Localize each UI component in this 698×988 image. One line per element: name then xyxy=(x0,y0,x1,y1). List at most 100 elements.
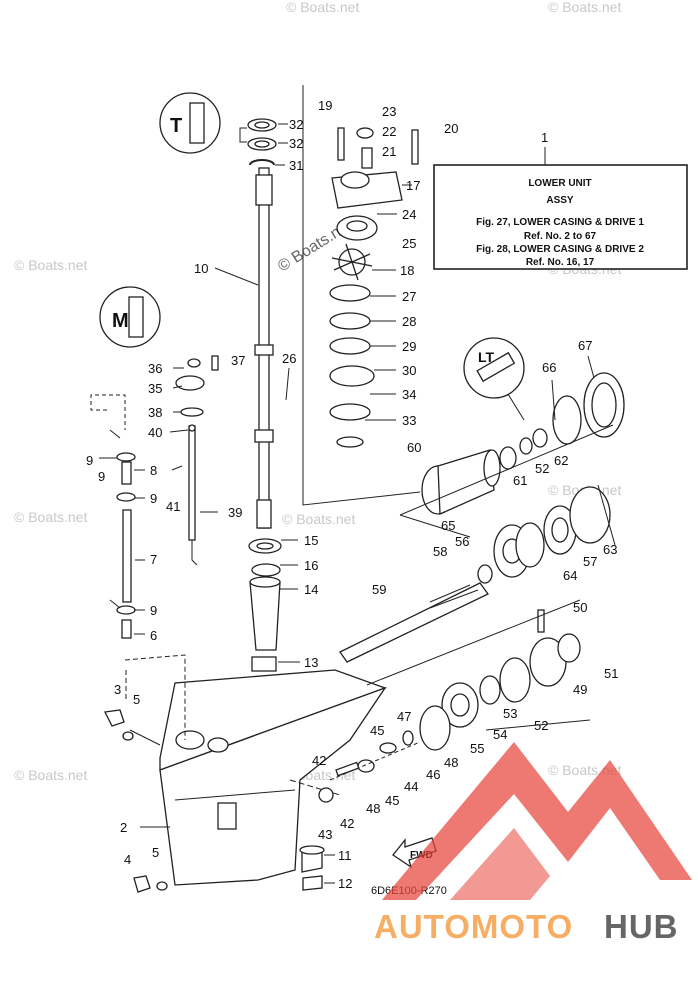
callout-25: 25 xyxy=(402,236,416,251)
callout-42: 42 xyxy=(312,753,326,768)
callout-63: 63 xyxy=(603,542,617,557)
tool-badge-middle: M xyxy=(99,286,161,348)
callout-65: 65 xyxy=(441,518,455,533)
bearings-66-67 xyxy=(552,372,625,445)
callout-2: 2 xyxy=(120,820,127,835)
callout-54: 54 xyxy=(493,727,507,742)
brand-text-hub: HUB xyxy=(604,908,679,945)
shaft-bearings xyxy=(248,538,282,672)
callout-24: 24 xyxy=(402,207,416,222)
callout-numbers: 2 3 4 5 5 6 7 8 9 9 9 9 10 11 12 13 14 1… xyxy=(86,98,618,891)
info-line: Ref. No. 16, 17 xyxy=(526,257,595,268)
callout-14: 14 xyxy=(304,582,318,597)
callout-44: 44 xyxy=(404,779,418,794)
callout-55: 55 xyxy=(470,741,484,756)
callout-53: 53 xyxy=(503,706,517,721)
callout-5: 5 xyxy=(152,845,159,860)
callout-40: 40 xyxy=(148,425,162,440)
info-line: Ref. No. 2 to 67 xyxy=(524,231,597,242)
callout-57: 57 xyxy=(583,554,597,569)
bracket-line xyxy=(366,599,581,686)
watermark-text: © Boats.net xyxy=(282,511,355,527)
callout-32: 32 xyxy=(289,136,303,151)
callout-33: 33 xyxy=(402,413,416,428)
callout-22: 22 xyxy=(382,124,396,139)
callout-58: 58 xyxy=(433,544,447,559)
callout-32: 32 xyxy=(289,117,303,132)
svg-text:LT: LT xyxy=(478,349,495,365)
callout-10: 10 xyxy=(194,261,208,276)
callout-21: 21 xyxy=(382,144,396,159)
callout-60: 60 xyxy=(407,440,421,455)
bracket-line xyxy=(399,514,471,538)
drive-parts-lower xyxy=(419,609,581,751)
shift-plunger-parts xyxy=(318,730,421,803)
drive-shaft-10 xyxy=(254,167,274,529)
bracket-line xyxy=(302,85,421,506)
callout-39: 39 xyxy=(228,505,242,520)
svg-text:T: T xyxy=(170,115,182,137)
callout-9: 9 xyxy=(86,453,93,468)
callout-8: 8 xyxy=(150,463,157,478)
callout-35: 35 xyxy=(148,381,162,396)
callout-37: 37 xyxy=(231,353,245,368)
shift-rod-7 xyxy=(90,394,136,639)
callout-19: 19 xyxy=(318,98,332,113)
brand-text-automoto: AUTOMOTO xyxy=(374,908,573,945)
callout-5: 5 xyxy=(133,692,140,707)
callout-23: 23 xyxy=(382,104,396,119)
leader-lines xyxy=(99,123,616,884)
callout-41: 41 xyxy=(166,499,180,514)
watermark-text: © Boats.net xyxy=(548,0,621,15)
callout-30: 30 xyxy=(402,363,416,378)
callout-61: 61 xyxy=(513,473,527,488)
bracket-line xyxy=(239,127,247,143)
callout-62: 62 xyxy=(554,453,568,468)
callout-45: 45 xyxy=(370,723,384,738)
bolts-3-6 xyxy=(104,654,186,893)
callout-51: 51 xyxy=(604,666,618,681)
callout-46: 46 xyxy=(426,767,440,782)
watermark-text: © Boats.net xyxy=(14,509,87,525)
tool-badge-top: T xyxy=(159,92,221,154)
callout-13: 13 xyxy=(304,655,318,670)
callout-7: 7 xyxy=(150,552,157,567)
water-pump-assembly xyxy=(329,127,419,448)
callout-1: 1 xyxy=(541,130,548,145)
bracket-line xyxy=(485,719,591,731)
watermark-text: © Boats.net xyxy=(14,257,87,273)
callout-49: 49 xyxy=(573,682,587,697)
callout-9: 9 xyxy=(98,469,105,484)
pinion-11-nut-12 xyxy=(299,845,325,891)
callout-47: 47 xyxy=(397,709,411,724)
callout-12: 12 xyxy=(338,876,352,891)
info-line: Fig. 28, LOWER CASING & DRIVE 2 xyxy=(476,244,644,255)
callout-52: 52 xyxy=(535,461,549,476)
callout-45: 45 xyxy=(385,793,399,808)
callout-29: 29 xyxy=(402,339,416,354)
callout-9: 9 xyxy=(150,603,157,618)
callout-27: 27 xyxy=(402,289,416,304)
gears-57-63-64 xyxy=(515,486,611,568)
callout-52: 52 xyxy=(534,718,548,733)
housing-60 xyxy=(421,428,548,515)
callout-59: 59 xyxy=(372,582,386,597)
callout-50: 50 xyxy=(573,600,587,615)
info-box: 1 LOWER UNIT ASSY Fig. 27, LOWER CASING … xyxy=(433,130,688,270)
callout-18: 18 xyxy=(400,263,414,278)
callout-64: 64 xyxy=(563,568,577,583)
callout-42: 42 xyxy=(340,816,354,831)
callout-15: 15 xyxy=(304,533,318,548)
callout-4: 4 xyxy=(124,852,131,867)
bracket-line xyxy=(399,424,614,516)
lower-casing-2 xyxy=(159,669,387,886)
callout-26: 26 xyxy=(282,351,296,366)
info-line: LOWER UNIT xyxy=(528,178,591,189)
svg-text:M: M xyxy=(112,310,129,332)
callout-34: 34 xyxy=(402,387,416,402)
callout-43: 43 xyxy=(318,827,332,842)
shift-rod-39 xyxy=(171,355,219,566)
watermark-text: © Boats.net xyxy=(286,0,359,15)
info-line: Fig. 27, LOWER CASING & DRIVE 1 xyxy=(476,217,644,228)
